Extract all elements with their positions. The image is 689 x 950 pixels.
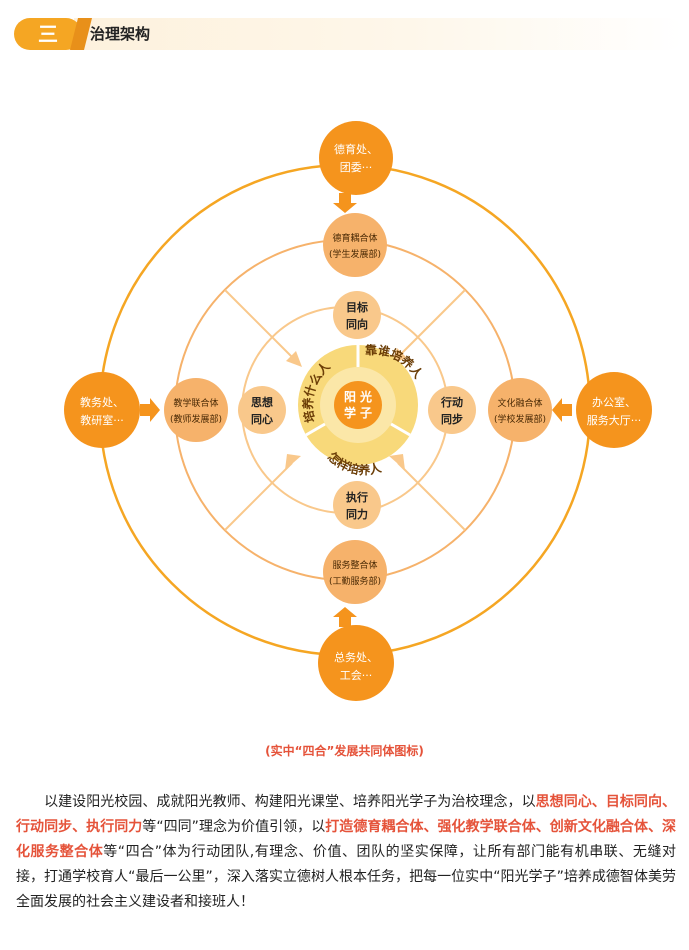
section-number: 三 [14,18,82,50]
outer-node-right-line1: 办公室、 [592,395,636,409]
banner-background [74,18,684,50]
para-segment-2: 等“四同”理念为价值引领，以 [142,819,326,835]
middle-node-top-line1: 德育耦合体 [332,232,377,244]
inner-node-right: 行动 同步 [428,386,476,434]
outer-node-left-line2: 教研室··· [80,413,124,427]
center-char-2: 光 [359,389,372,404]
middle-node-top: 德育耦合体 (学生发展部) [323,213,387,277]
section-banner: 三 治理架构 [14,18,684,50]
inner-node-bottom-line1: 执行 [346,490,368,504]
middle-node-right-line1: 文化融合体 [497,397,542,409]
outer-node-bottom-line1: 总务处、 [334,650,378,664]
inner-node-top-line2: 同向 [346,317,368,331]
inner-node-left-line2: 同心 [251,413,273,426]
middle-node-right: 文化融合体 (学校发展部) [488,378,552,442]
diagram-caption: (实中“四合”发展共同体图标) [265,744,424,758]
middle-node-bottom: 服务整合体 (工勤服务部) [323,540,387,604]
outer-node-bottom-line2: 工会··· [340,669,373,682]
outer-node-bottom: 总务处、 工会··· [318,625,394,701]
arrow-right [552,398,572,422]
center-char-4: 子 [360,406,372,420]
outer-node-right: 办公室、 服务大厅··· [576,372,652,448]
center-char-3: 学 [344,405,356,420]
para-segment-1: 以建设阳光校园、成就阳光教师、构建阳光课堂、培养阳光学子为治校理念，以 [16,794,536,810]
middle-node-bottom-line1: 服务整合体 [332,559,377,571]
arrow-top [333,193,357,213]
center-char-1: 阳 [344,389,356,404]
middle-node-left: 教学联合体 (教师发展部) [164,378,228,442]
center-hub: 阳 光 学 子 培养什么人 靠谁培养人 怎样培养人 [298,342,427,477]
inner-node-top-line1: 目标 [346,300,368,314]
arrow-left [140,398,160,422]
outer-arrows [140,193,572,627]
body-paragraph: 以建设阳光校园、成就阳光教师、构建阳光课堂、培养阳光学子为治校理念，以思想同心、… [16,790,676,915]
para-highlight-2: 打造德育耦合体、强化教学联合体、创新文化融合体、深化服务整合体 [16,819,677,860]
outer-node-top-line2: 团委··· [340,161,373,174]
middle-node-bottom-line2: (工勤服务部) [329,575,381,587]
middle-node-left-line2: (教师发展部) [170,413,222,425]
outer-node-top: 德育处、 团委··· [319,121,393,195]
outer-node-top-line1: 德育处、 [334,142,378,156]
middle-node-right-line2: (学校发展部) [494,413,546,425]
outer-node-right-line2: 服务大厅··· [587,413,642,427]
outer-node-left: 教务处、 教研室··· [64,372,140,448]
outer-node-left-line1: 教务处、 [80,396,124,409]
inner-node-right-line1: 行动 [440,395,463,409]
governance-diagram: 德育处、 团委··· 教务处、 教研室··· 办公室、 服务大厅··· 总务处、… [64,121,652,701]
inner-node-bottom: 执行 同力 [333,481,381,529]
diagonal-connectors [224,289,466,531]
inner-node-left: 思想 同心 [238,386,286,434]
inner-node-bottom-line2: 同力 [346,507,368,521]
inner-node-left-line1: 思想 [251,395,273,409]
middle-node-top-line2: (学生发展部) [329,248,381,260]
arrow-bottom [333,607,357,627]
inner-node-top: 目标 同向 [333,291,381,339]
inner-node-right-line2: 同步 [441,412,463,426]
para-highlight-1: 思想同心、目标同向、行动同步、执行同力 [16,794,677,835]
middle-node-left-line1: 教学联合体 [173,397,218,409]
section-title: 治理架构 [90,25,151,43]
para-segment-3: 等“四合”体为行动团队,有理念、价值、团队的坚实保障，让所有部门能有机串联、无缝… [16,844,676,910]
